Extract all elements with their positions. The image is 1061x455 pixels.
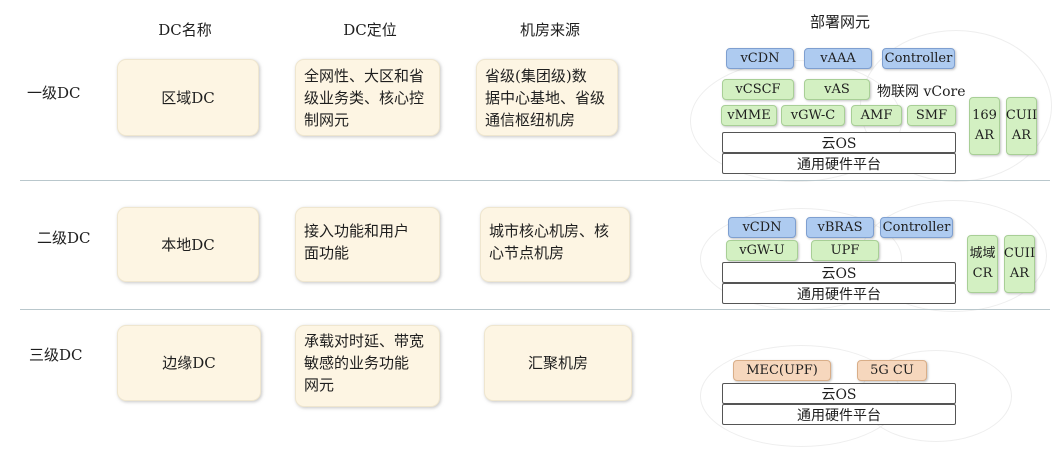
side-element-line: CUII (1005, 108, 1038, 123)
side-element-cuii-ar: CUII AR (1004, 235, 1035, 293)
element-chip: Controller (882, 48, 955, 69)
dc-name-cell: 区域DC (117, 59, 259, 136)
side-element-line: CR (972, 266, 993, 281)
element-chip: Controller (880, 217, 953, 238)
dc-positioning-cell: 全网性、大区和省 级业务类、核心控 制网元 (295, 59, 440, 136)
element-chip: SMF (907, 105, 956, 126)
hardware-platform-bar: 通用硬件平台 (722, 153, 956, 174)
side-element-line: AR (974, 128, 995, 143)
dc-name-cell: 本地DC (117, 207, 259, 282)
side-element-line: 城域 (969, 246, 996, 261)
header-room-source: 机房来源 (519, 21, 580, 39)
text-line: 级业务类、核心控 (304, 89, 425, 107)
dc-positioning-cell: 承载对时延、带宽 敏感的业务功能 网元 (295, 325, 440, 407)
text-line: 接入功能和用户 (304, 222, 410, 240)
text-line: 省级(集团级)数 (485, 67, 587, 85)
element-chip: AMF (851, 105, 902, 126)
tier-label: 一级DC (27, 84, 81, 102)
cloud-os-bar: 云OS (722, 383, 956, 404)
side-element-169-ar: 169 AR (969, 97, 1000, 155)
element-chip: vCDN (726, 48, 794, 69)
text-line: 制网元 (304, 111, 350, 129)
cloud-os-bar: 云OS (722, 262, 956, 283)
side-element-line: 169 (972, 108, 997, 123)
header-dc-positioning: DC定位 (343, 21, 397, 39)
side-element-line: CUII (1003, 246, 1036, 261)
element-chip: 5G CU (857, 360, 927, 381)
header-dc-name: DC名称 (158, 21, 212, 39)
element-text: 物联网 vCore (877, 84, 966, 100)
element-chip: UPF (811, 240, 879, 261)
text-line: 据中心基地、省级 (485, 89, 606, 107)
element-chip: vCSCF (722, 79, 794, 100)
cloud-os-bar: 云OS (722, 132, 956, 153)
header-deployed-elements: 部署网元 (809, 13, 870, 31)
text-line: 城市核心机房、核 (489, 222, 610, 240)
text-line: 全网性、大区和省 (304, 67, 425, 85)
side-element-line: AR (1011, 128, 1032, 143)
side-element-metro-cr: 城域 CR (967, 235, 998, 293)
tier-label: 二级DC (37, 229, 91, 247)
text-line: 面功能 (304, 244, 350, 262)
text-line: 汇聚机房 (527, 354, 588, 372)
text-line: 承载对时延、带宽 (304, 332, 425, 350)
side-element-line: AR (1009, 266, 1030, 281)
dc-name-cell: 边缘DC (117, 325, 261, 401)
room-source-cell: 城市核心机房、核 心节点机房 (480, 207, 630, 282)
side-element-cuii-ar: CUII AR (1006, 97, 1037, 155)
dc-positioning-cell: 接入功能和用户 面功能 (295, 207, 440, 282)
hardware-platform-bar: 通用硬件平台 (722, 404, 956, 425)
element-chip: vGW-C (781, 105, 845, 126)
text-line: 网元 (304, 376, 335, 394)
element-chip: vAS (804, 79, 870, 100)
tier-separator (20, 309, 1050, 310)
text-line: 心节点机房 (489, 244, 565, 262)
room-source-cell: 省级(集团级)数 据中心基地、省级 通信枢纽机房 (476, 59, 618, 136)
tier-separator (20, 180, 1050, 181)
element-chip: vBRAS (806, 217, 874, 238)
element-chip: vCDN (728, 217, 796, 238)
tier-label: 三级DC (29, 346, 83, 364)
room-source-cell: 汇聚机房 (484, 325, 632, 401)
text-line: 敏感的业务功能 (304, 354, 410, 372)
element-chip: vMME (721, 105, 777, 126)
element-chip: vAAA (804, 48, 872, 69)
text-line: 通信枢纽机房 (485, 111, 576, 129)
element-chip: vGW-U (726, 240, 798, 261)
hardware-platform-bar: 通用硬件平台 (722, 283, 956, 304)
element-chip: MEC(UPF) (733, 360, 831, 381)
